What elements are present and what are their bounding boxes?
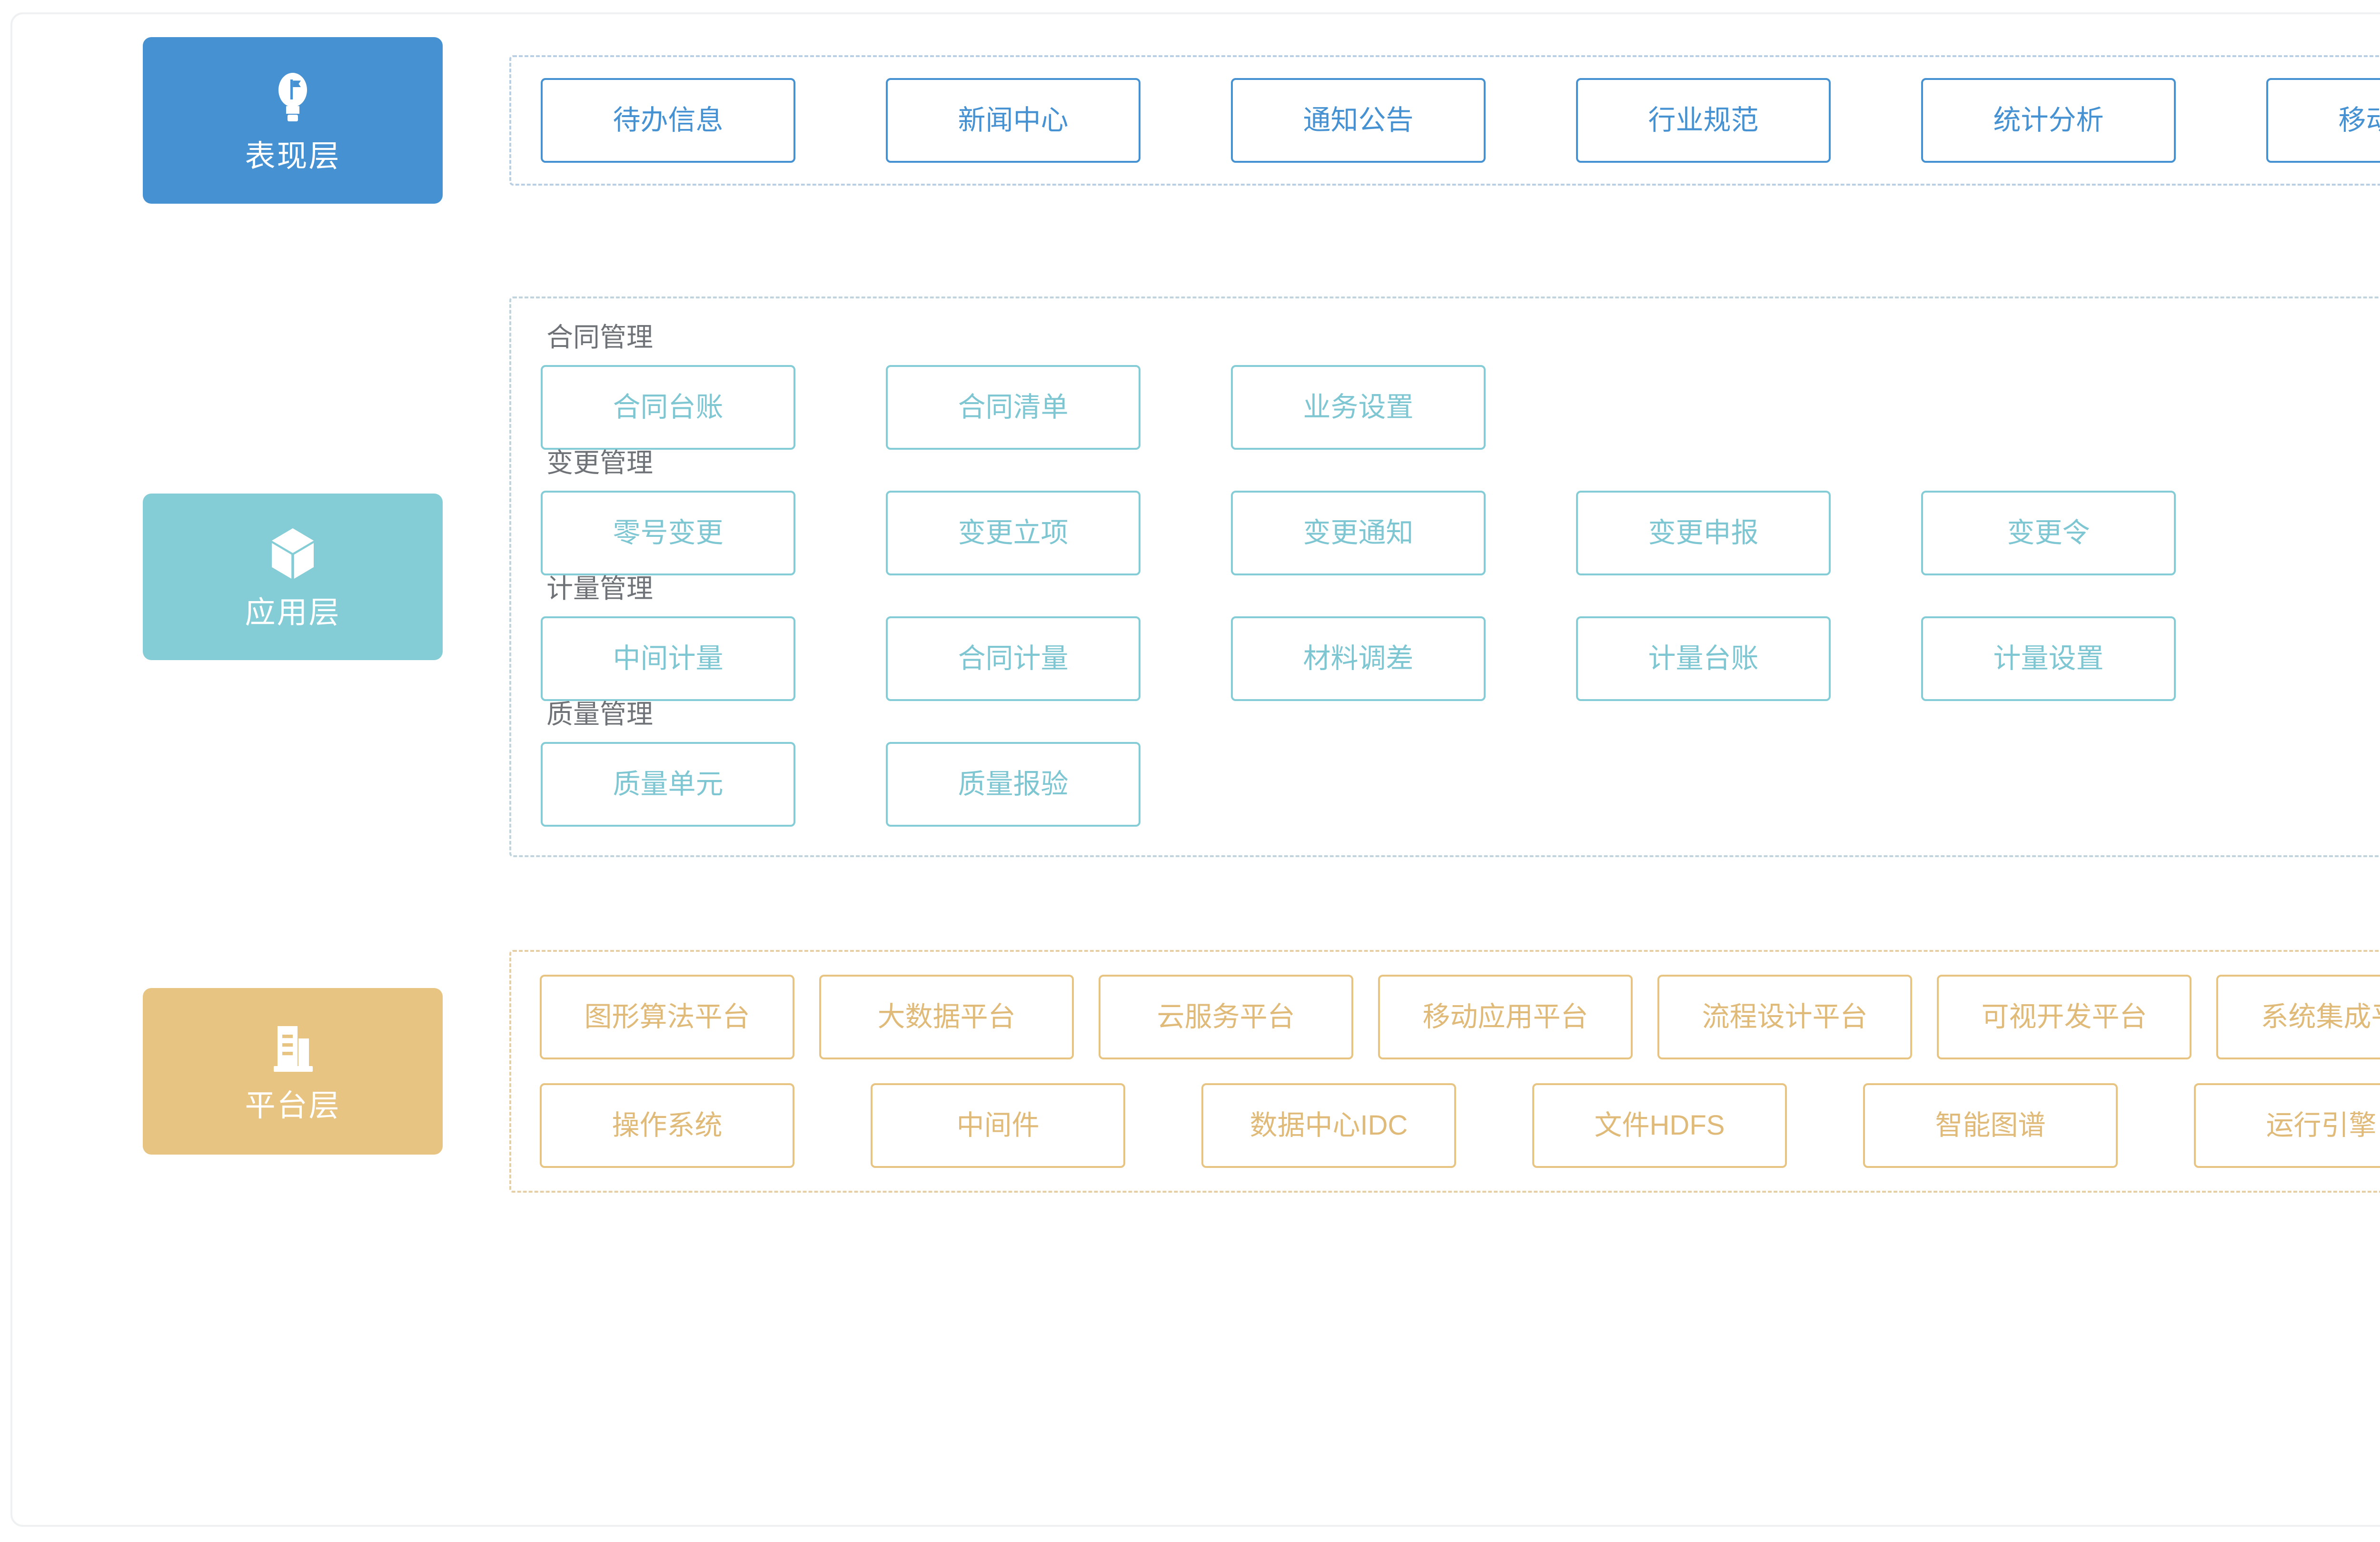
group-title-change: 变更管理	[546, 448, 653, 478]
tier-label-text: 表现层	[245, 138, 341, 173]
chip-platform-0-0[interactable]: 图形算法平台	[540, 975, 794, 1059]
chip-measurement-2[interactable]: 材料调差	[1231, 616, 1486, 701]
chip-change-2[interactable]: 变更通知	[1231, 491, 1486, 575]
chip-change-0[interactable]: 零号变更	[541, 491, 795, 575]
presentation-panel: 待办信息 新闻中心 通知公告 行业规范 统计分析 移动应用	[509, 55, 2380, 186]
tier-application: 应用层 合同管理 合同台账 合同清单 业务设置 变更管理 零号变更 变更立项	[143, 297, 2380, 857]
chip-measurement-4[interactable]: 计量设置	[1921, 616, 2176, 701]
tier-label-text: 平台层	[245, 1088, 341, 1123]
chip-platform-1-4[interactable]: 智能图谱	[1863, 1083, 2118, 1168]
lightbulb-flag-icon	[271, 70, 315, 128]
building-icon	[269, 1022, 317, 1078]
chip-platform-0-3[interactable]: 移动应用平台	[1378, 975, 1633, 1059]
tier-label-presentation[interactable]: 表现层	[143, 37, 443, 204]
chip-presentation-2[interactable]: 通知公告	[1231, 78, 1486, 163]
group-title-contract: 合同管理	[546, 322, 653, 352]
group-measurement: 计量管理 中间计量 合同计量 材料调差 计量台账 计量设置	[541, 575, 2380, 701]
group-quality: 质量管理 质量单元 质量报验	[541, 701, 2380, 827]
chip-presentation-3[interactable]: 行业规范	[1576, 78, 1831, 163]
group-row-quality: 质量单元 质量报验	[541, 742, 2380, 827]
group-title-measurement: 计量管理	[546, 573, 653, 603]
chip-quality-1[interactable]: 质量报验	[886, 742, 1140, 827]
group-row-change: 零号变更 变更立项 变更通知 变更申报 变更令	[541, 491, 2380, 575]
application-panel: 合同管理 合同台账 合同清单 业务设置 变更管理 零号变更 变更立项 变更通知 …	[509, 297, 2380, 857]
tier-presentation: 表现层 待办信息 新闻中心 通知公告 行业规范 统计分析 移动应用	[143, 37, 2380, 204]
chip-presentation-4[interactable]: 统计分析	[1921, 78, 2176, 163]
tier-label-application[interactable]: 应用层	[143, 494, 443, 660]
tier-platform: 平台层 图形算法平台 大数据平台 云服务平台 移动应用平台 流程设计平台 可视开…	[143, 950, 2380, 1193]
tier-label-text: 应用层	[245, 595, 341, 630]
chip-platform-1-2[interactable]: 数据中心IDC	[1201, 1083, 1456, 1168]
platform-row-0: 图形算法平台 大数据平台 云服务平台 移动应用平台 流程设计平台 可视开发平台 …	[540, 975, 2380, 1059]
chip-platform-0-5[interactable]: 可视开发平台	[1937, 975, 2192, 1059]
group-change: 变更管理 零号变更 变更立项 变更通知 变更申报 变更令	[541, 450, 2380, 575]
chip-contract-1[interactable]: 合同清单	[886, 365, 1140, 450]
group-row-contract: 合同台账 合同清单 业务设置	[541, 365, 2380, 450]
group-title-quality: 质量管理	[546, 699, 653, 729]
group-row-measurement: 中间计量 合同计量 材料调差 计量台账 计量设置	[541, 616, 2380, 701]
chip-quality-0[interactable]: 质量单元	[541, 742, 795, 827]
chip-change-4[interactable]: 变更令	[1921, 491, 2176, 575]
chip-platform-0-2[interactable]: 云服务平台	[1099, 975, 1353, 1059]
chip-platform-0-6[interactable]: 系统集成平台	[2216, 975, 2380, 1059]
chip-contract-0[interactable]: 合同台账	[541, 365, 795, 450]
chip-platform-1-3[interactable]: 文件HDFS	[1532, 1083, 1787, 1168]
chip-measurement-0[interactable]: 中间计量	[541, 616, 795, 701]
chip-measurement-1[interactable]: 合同计量	[886, 616, 1140, 701]
chip-change-1[interactable]: 变更立项	[886, 491, 1140, 575]
chip-change-3[interactable]: 变更申报	[1576, 491, 1831, 575]
chip-presentation-0[interactable]: 待办信息	[541, 78, 795, 163]
chip-platform-1-5[interactable]: 运行引擎	[2194, 1083, 2380, 1168]
chip-platform-1-0[interactable]: 操作系统	[540, 1083, 794, 1168]
platform-row-1: 操作系统 中间件 数据中心IDC 文件HDFS 智能图谱 运行引擎 信息安全	[540, 1083, 2380, 1168]
chip-platform-1-1[interactable]: 中间件	[871, 1083, 1125, 1168]
chip-presentation-5[interactable]: 移动应用	[2266, 78, 2380, 163]
chip-presentation-1[interactable]: 新闻中心	[886, 78, 1140, 163]
chip-platform-0-1[interactable]: 大数据平台	[819, 975, 1074, 1059]
group-contract: 合同管理 合同台账 合同清单 业务设置	[541, 324, 2380, 450]
cube-icon	[268, 526, 317, 585]
platform-panel: 图形算法平台 大数据平台 云服务平台 移动应用平台 流程设计平台 可视开发平台 …	[509, 950, 2380, 1193]
chip-contract-2[interactable]: 业务设置	[1231, 365, 1486, 450]
tier-label-platform[interactable]: 平台层	[143, 988, 443, 1155]
chip-platform-0-4[interactable]: 流程设计平台	[1657, 975, 1912, 1059]
chip-measurement-3[interactable]: 计量台账	[1576, 616, 1831, 701]
